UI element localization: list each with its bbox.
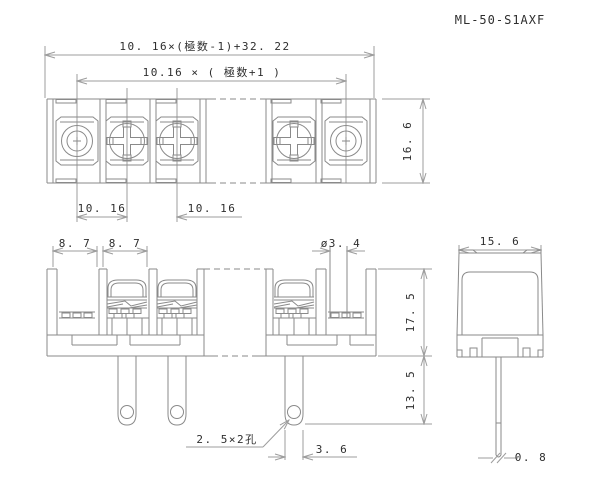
dim-overall-width: 10. 16×(極数-1)+32. 22	[45, 39, 374, 98]
dim-pin-thickness: 0. 8	[478, 451, 548, 464]
dim-top-height: 16. 6	[382, 99, 430, 183]
side-body	[456, 249, 544, 336]
dim-body-height-label: 17. 5	[404, 292, 417, 333]
dim-hole-pitch: 10.16 × ( 極数+1 )	[77, 65, 346, 81]
dim-opening-left: 8. 7	[53, 237, 97, 267]
dim-opening-left-label: 8. 7	[59, 237, 92, 250]
dim-body-height: 17. 5	[378, 269, 432, 356]
dim-pin-length-label: 13. 5	[404, 370, 417, 411]
front-screw-3	[156, 279, 198, 336]
part-number: ML-50-S1AXF	[455, 13, 545, 27]
dim-pin-length: 13. 5	[305, 356, 432, 424]
front-empty-cell-5	[327, 311, 365, 319]
dim-opening-right: 8. 7	[103, 237, 147, 267]
dim-side-width: 15. 6	[459, 235, 541, 252]
front-screw-4	[273, 279, 315, 336]
pin-1	[117, 355, 137, 426]
dim-hole-pitch-label: 10.16 × ( 極数+1 )	[143, 65, 282, 79]
side-base	[456, 334, 544, 358]
dim-pitch-right: 10. 16	[177, 202, 242, 217]
front-empty-cell-1	[58, 311, 96, 319]
side-pin	[495, 357, 502, 458]
front-walls	[46, 268, 377, 356]
dim-pin-width-label: 3. 6	[316, 443, 349, 456]
dim-mount-hole-label: ø3. 4	[321, 237, 362, 250]
dim-pitch-right-label: 10. 16	[188, 202, 237, 215]
leader-pin-hole: 2. 5×2孔	[186, 420, 289, 448]
pin-3	[284, 355, 304, 426]
dim-pitch-left-label: 10. 16	[78, 202, 127, 215]
dim-pin-width: 3. 6	[268, 430, 357, 460]
front-base	[47, 334, 376, 357]
dim-pin-thickness-label: 0. 8	[515, 451, 548, 464]
pin-2	[167, 355, 187, 426]
terminal-cell-4	[272, 116, 316, 166]
partitions	[99, 99, 323, 183]
side-view: 15. 6	[456, 235, 548, 464]
dim-top-height-label: 16. 6	[401, 121, 414, 162]
dim-mount-hole: ø3. 4	[312, 237, 365, 318]
dim-opening-right-label: 8. 7	[109, 237, 142, 250]
dim-side-width-label: 15. 6	[480, 235, 521, 248]
front-view: 8. 7 8. 7 ø3. 4	[46, 237, 432, 460]
top-view-outline	[46, 98, 377, 184]
front-screw-2	[106, 279, 148, 336]
dim-overall-width-label: 10. 16×(極数-1)+32. 22	[119, 39, 290, 53]
pin-hole-note: 2. 5×2孔	[196, 433, 257, 446]
dim-pitch-left: 10. 16	[77, 202, 127, 217]
top-view: 10. 16×(極数-1)+32. 22 10.16 × ( 極数+1 )	[45, 39, 430, 222]
